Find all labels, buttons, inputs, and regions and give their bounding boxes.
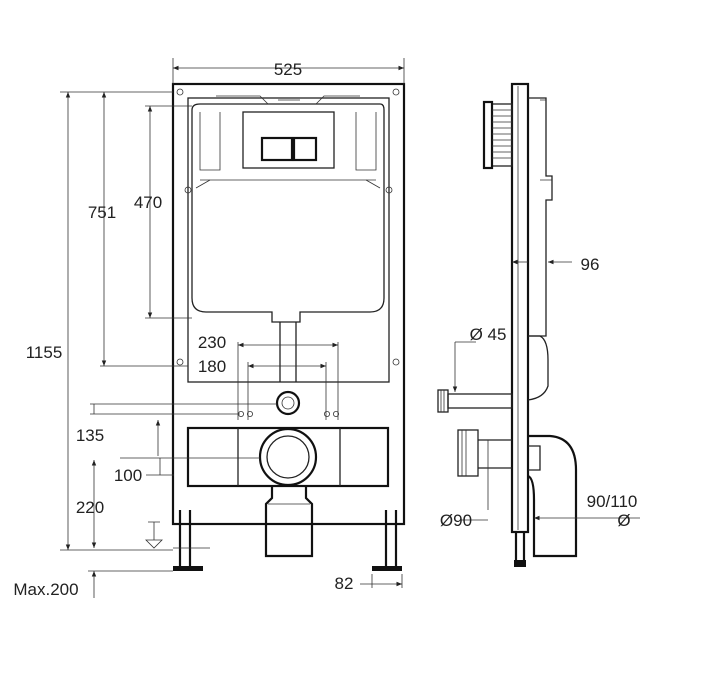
side-drain-socket	[457, 429, 479, 477]
dim-220: 220	[76, 498, 104, 517]
frame-outer	[171, 82, 406, 526]
dim-100: 100	[114, 466, 142, 485]
side-elbow-outlet	[527, 434, 578, 558]
flush-button-left	[260, 136, 294, 162]
dim-height-470: 470	[134, 193, 162, 212]
flush-inlet	[275, 390, 301, 416]
dim-dia-symbol: Ø	[617, 511, 630, 530]
frame-inner	[187, 97, 390, 383]
dim-foot-82: 82	[335, 574, 354, 593]
flush-plate	[242, 111, 335, 169]
side-cistern	[528, 97, 553, 337]
side-view	[437, 82, 578, 567]
dim-dia-90-110: 90/110	[587, 492, 638, 511]
front-view	[145, 82, 406, 571]
outlet-pipe	[258, 427, 318, 487]
dim-135: 135	[76, 426, 104, 445]
dim-dia-90: Ø90	[440, 511, 472, 530]
lower-bracket	[186, 426, 390, 488]
dim-height-751: 751	[88, 203, 116, 222]
side-flush-pipe	[447, 393, 513, 409]
flush-button-right	[292, 136, 318, 162]
dim-spacing-180: 180	[198, 357, 226, 376]
front-dimensions: 525 1155 751 470 230 180 135	[13, 58, 405, 599]
side-flush-plate	[491, 103, 513, 167]
dim-spacing-230: 230	[198, 333, 226, 352]
dim-width: 525	[274, 60, 302, 79]
dim-max-200: Max.200	[13, 580, 78, 599]
side-frame	[510, 82, 530, 534]
dim-height-total: 1155	[26, 343, 63, 362]
side-dimensions: 96 Ø 45 Ø90 90/110 Ø	[440, 255, 640, 530]
dim-dia-45: Ø 45	[470, 325, 507, 344]
dim-depth-96: 96	[581, 255, 600, 274]
cistern-tank	[191, 103, 385, 323]
